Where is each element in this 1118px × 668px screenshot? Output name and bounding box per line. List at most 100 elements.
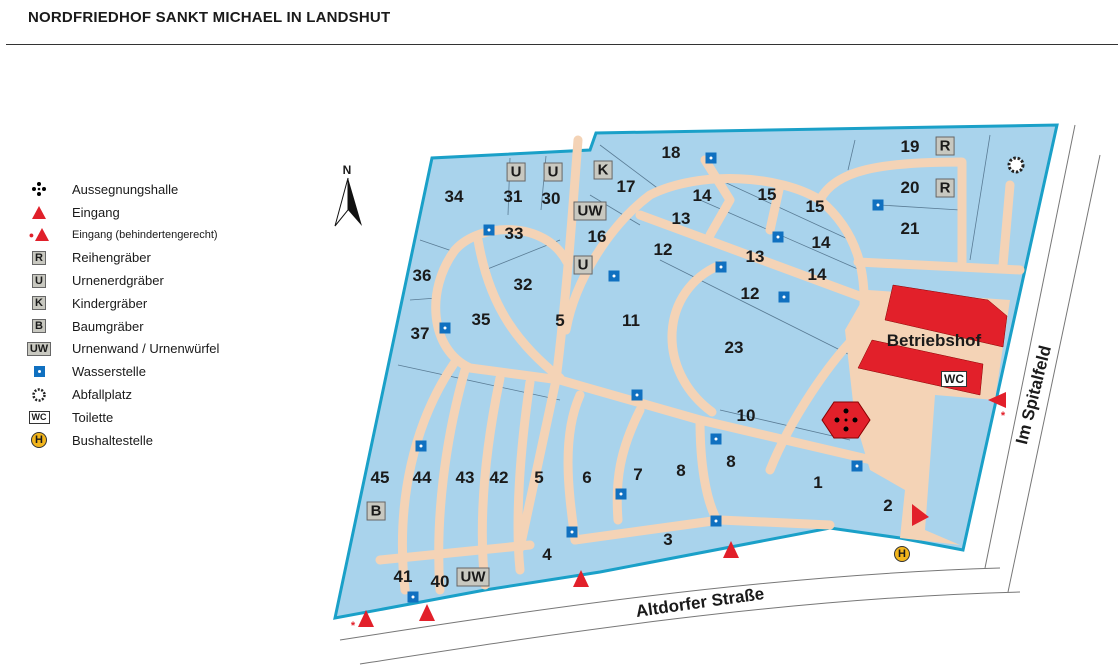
section-label: 7 [633, 465, 643, 484]
section-label: 8 [676, 461, 686, 480]
bus-icon: H [31, 432, 47, 449]
water-icon [631, 389, 643, 401]
water-icon [415, 440, 427, 452]
aussegnungshalle-icon [26, 181, 52, 197]
accessible-marker: * [350, 620, 356, 632]
entrance-icon [26, 205, 52, 219]
urnenerdgraeber-badge: U [573, 255, 593, 275]
reihengraeber-badge: R [935, 136, 955, 156]
bus-stop-icon[interactable]: H [894, 546, 910, 562]
section-label: 20 [900, 178, 920, 197]
north-label: N [342, 163, 352, 177]
section-label: 40 [430, 572, 450, 591]
section-label: 42 [489, 468, 509, 487]
section-label: 43 [455, 468, 475, 487]
water-icon [483, 224, 495, 236]
toilet-badge: WC [28, 410, 50, 424]
section-label: 4 [542, 545, 552, 564]
section-label: 12 [740, 284, 760, 303]
water-icon [851, 460, 863, 472]
water-icon [33, 366, 45, 378]
section-label: 35 [471, 310, 491, 329]
section-label: 11 [622, 311, 640, 330]
title-divider [6, 44, 1118, 45]
section-label: 17 [616, 177, 636, 196]
entrance-icon [723, 541, 739, 558]
waste-icon [1007, 156, 1025, 174]
water-icon [439, 322, 451, 334]
urnenerdgraeber-badge: U [32, 273, 46, 288]
entrance-icon [358, 610, 374, 627]
urnenerdgraeber-badge: U [543, 162, 563, 182]
section-label: 34 [444, 187, 464, 206]
section-label: 8 [726, 452, 736, 471]
section-label: 31 [503, 187, 523, 206]
section-label: 41 [393, 567, 413, 586]
toilet-badge: WC [941, 371, 967, 387]
water-icon [872, 199, 884, 211]
street-edge [1007, 154, 1101, 593]
legend: Aussegnungshalle Eingang ●Eingang (behin… [26, 178, 219, 452]
urnenwand-badge: UW [456, 567, 490, 587]
north-arrow-icon [334, 177, 362, 227]
betriebshof-building [884, 284, 1008, 348]
section-label: 14 [807, 265, 827, 284]
legend-item: ●Eingang (behindertengerecht) [26, 224, 219, 247]
section-label: 21 [900, 219, 920, 238]
entrance-icon [573, 570, 589, 587]
section-label: 44 [412, 468, 432, 487]
water-icon [615, 488, 627, 500]
urnenwand-badge: UW [573, 201, 607, 221]
section-label: 14 [692, 186, 712, 205]
section-label: 45 [370, 468, 390, 487]
section-label: 23 [724, 338, 744, 357]
street-edge [984, 124, 1076, 569]
kindergraeber-badge: K [593, 160, 613, 180]
section-label: 1 [813, 473, 823, 492]
section-label: 5 [555, 311, 565, 330]
section-label: 19 [900, 137, 920, 156]
section-label: 13 [671, 209, 691, 228]
water-icon [778, 291, 790, 303]
legend-item: Wasserstelle [26, 360, 219, 383]
urnenerdgraeber-badge: U [506, 162, 526, 182]
aussegnungshalle-icon [821, 401, 871, 439]
legend-item: Eingang [26, 201, 219, 224]
section-label: 30 [541, 189, 561, 208]
section-label: 14 [811, 233, 831, 252]
water-icon [715, 261, 727, 273]
water-icon [407, 591, 419, 603]
kindergraeber-badge: K [32, 296, 46, 311]
section-label: 10 [736, 406, 756, 425]
legend-item: Abfallplatz [26, 383, 219, 406]
accessible-marker: * [1000, 410, 1006, 422]
water-icon [710, 433, 722, 445]
water-icon [772, 231, 784, 243]
page-title: NORDFRIEDHOF SANKT MICHAEL IN LANDSHUT [28, 9, 391, 26]
entrance-icon [912, 504, 929, 526]
waste-icon [26, 387, 52, 402]
section-label: 37 [410, 324, 430, 343]
water-icon [710, 515, 722, 527]
street-edge [359, 591, 1021, 665]
entrances [358, 392, 1006, 627]
urnenwand-badge: UW [26, 341, 52, 356]
section-label: 5 [534, 468, 544, 487]
section-label: 18 [661, 143, 681, 162]
water-icon [566, 526, 578, 538]
water-icon [705, 152, 717, 164]
baumgraeber-badge: B [32, 319, 46, 334]
reihengraeber-badge: R [32, 250, 46, 265]
section-label: 2 [883, 496, 893, 515]
water-icon [608, 270, 620, 282]
section-label: 32 [513, 275, 533, 294]
legend-item: Aussegnungshalle [26, 178, 219, 201]
